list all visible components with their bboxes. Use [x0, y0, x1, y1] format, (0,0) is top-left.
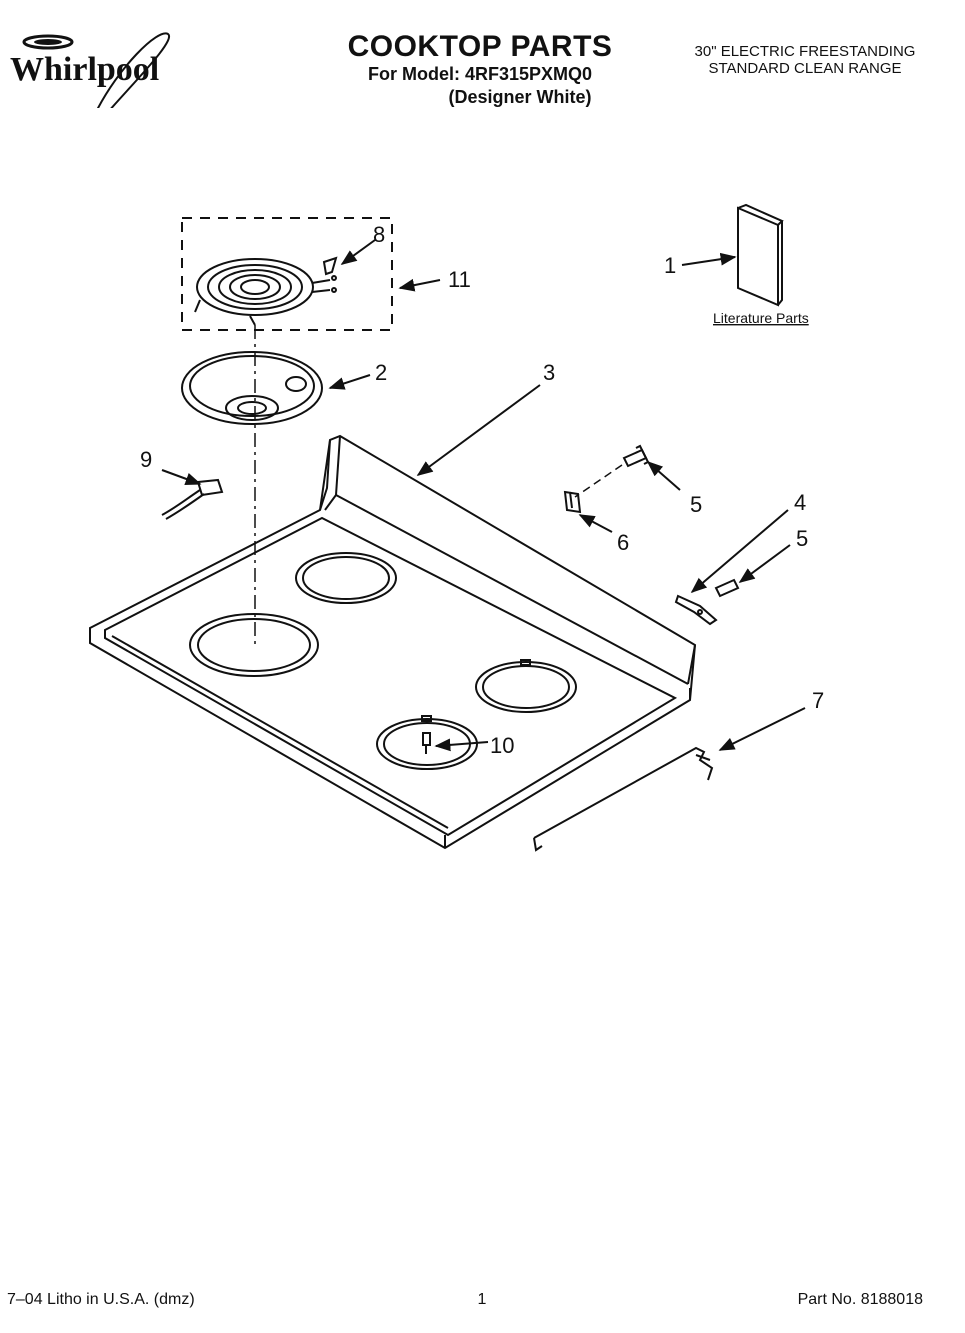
literature-parts-label: Literature Parts — [713, 310, 809, 326]
color-line: (Designer White) — [448, 87, 592, 107]
literature-parts-booklet — [737, 203, 784, 307]
burner-screw — [422, 732, 431, 754]
callout-4: 4 — [794, 490, 806, 515]
callout-8: 8 — [373, 222, 385, 247]
callout-2: 2 — [375, 360, 387, 385]
element-assembly-box — [181, 217, 393, 331]
callout-9: 9 — [140, 447, 152, 472]
callout-1: 1 — [664, 253, 676, 278]
callout-6: 6 — [617, 530, 629, 555]
range-description: 30" ELECTRIC FREESTANDING STANDARD CLEAN… — [680, 43, 930, 77]
terminal-block — [161, 478, 224, 520]
callout-5-lower: 5 — [796, 526, 808, 551]
brand-wordmark: Whirlpool — [10, 51, 159, 88]
screw-guide-upper — [574, 464, 623, 498]
description-line-1: 30" ELECTRIC FREESTANDING — [694, 43, 916, 60]
callout-3: 3 — [543, 360, 555, 385]
callout-5-upper: 5 — [690, 492, 702, 517]
callout-11: 11 — [448, 267, 471, 292]
callout-10: 10 — [490, 733, 514, 758]
hinge-clip — [563, 490, 582, 514]
model-line: For Model: 4RF315PXMQ0 — [367, 64, 593, 84]
whirlpool-logo: Whirlpool — [10, 32, 171, 108]
surface-element — [194, 256, 338, 326]
footer-page-number: 1 — [477, 1291, 487, 1308]
hinge-screw-lower — [714, 578, 740, 598]
drip-bowl — [181, 351, 323, 425]
footer-litho: 7–04 Litho in U.S.A. (dmz) — [7, 1291, 195, 1308]
cooktop-main-top — [89, 434, 697, 850]
footer-part-number: Part No. 8188018 — [797, 1291, 923, 1308]
callout-7: 7 — [812, 688, 824, 713]
page-title: COOKTOP PARTS — [347, 30, 613, 63]
callout-arrows — [161, 239, 806, 752]
support-rod — [533, 746, 714, 852]
side-bracket — [674, 594, 718, 626]
hinge-screw-upper — [622, 444, 650, 468]
description-line-2: STANDARD CLEAN RANGE — [708, 60, 902, 77]
